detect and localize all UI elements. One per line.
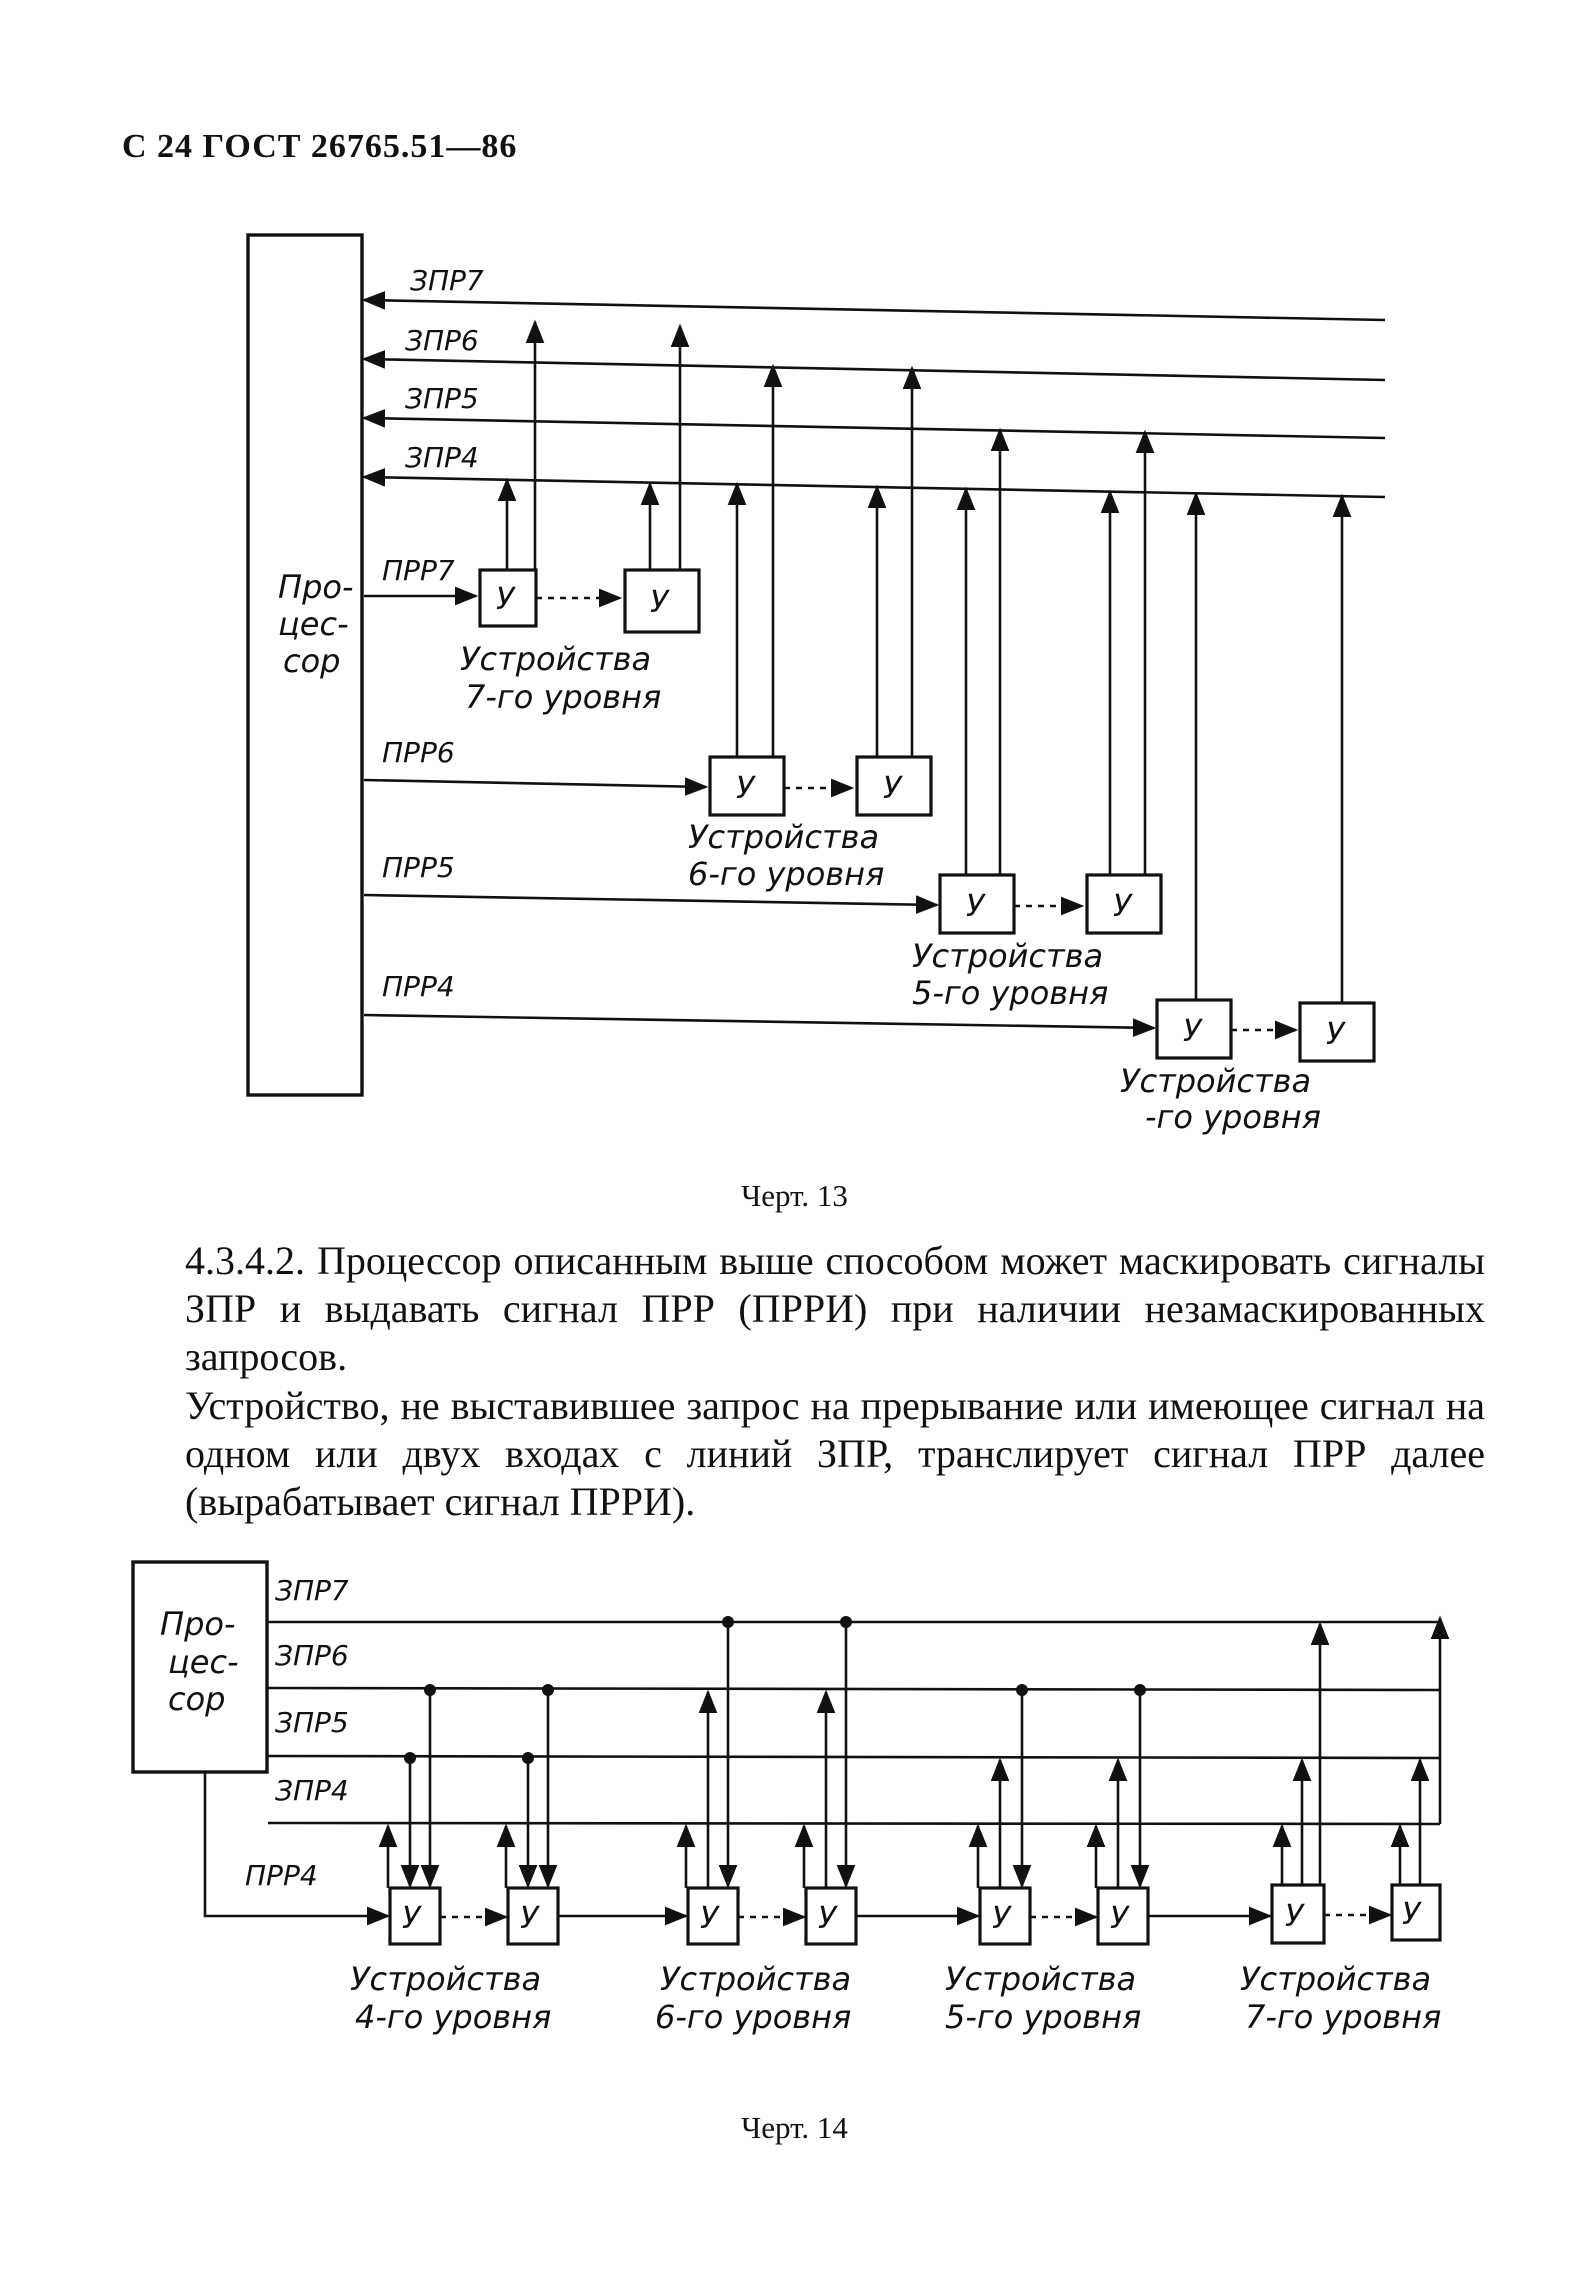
device-box <box>855 755 933 817</box>
device-label: У <box>883 771 903 806</box>
bus-zpr5 <box>267 1754 1441 1760</box>
device-label: У <box>1326 1017 1346 1052</box>
device-box <box>938 873 1016 935</box>
group-label-line1: Устройства <box>912 937 1103 975</box>
label-zpr4: ЗПР4 <box>405 441 479 474</box>
group-label-line2: 6-го уровня <box>655 1998 851 2036</box>
device-box <box>623 568 701 634</box>
group-label-line1: Устройства <box>460 640 651 678</box>
label-prr4: ПРР4 <box>245 1859 318 1892</box>
label-zpr6: ЗПР6 <box>275 1639 349 1672</box>
label-zpr5: ЗПР5 <box>275 1706 349 1739</box>
junction-dot <box>722 1616 734 1628</box>
bus-zpr4 <box>361 468 1386 499</box>
device-box <box>1298 1001 1376 1063</box>
label-prr4: ПРР4 <box>382 970 455 1003</box>
bus-zpr5 <box>361 409 1386 440</box>
device-label: У <box>1110 1901 1130 1936</box>
processor-label-3: сор <box>283 642 340 680</box>
group-label-line2: 6-го уровня <box>688 855 884 893</box>
label-zpr6: ЗПР6 <box>405 324 479 357</box>
device-label: У <box>520 1901 540 1936</box>
figure-14-diagram: Про- цес- сор ЗПР7 ЗПР6 ЗПР5 ЗПР4 ПРР4 У… <box>131 1560 1450 2036</box>
junction-dot <box>404 1752 416 1764</box>
device-box <box>478 568 538 628</box>
devices-group-7: У У Устройства 7-го уровня <box>1240 1621 1442 2036</box>
device-label: У <box>402 1901 422 1936</box>
junction-dot <box>424 1684 436 1696</box>
device-label: У <box>992 1901 1012 1936</box>
label-prr5: ПРР5 <box>382 851 455 884</box>
processor-block <box>246 233 364 1097</box>
processor-label-3: сор <box>168 1680 225 1718</box>
group-label-line2: 5-го уровня <box>912 974 1108 1012</box>
bus-zpr7 <box>361 291 1386 322</box>
label-zpr7: ЗПР7 <box>410 264 484 297</box>
device-box <box>804 1886 858 1946</box>
label-zpr7: ЗПР7 <box>275 1574 349 1607</box>
devices-group-4: У У Устройства 4-го уровня <box>350 1684 689 2036</box>
processor-label-2: цес- <box>168 1643 239 1681</box>
group-label-line1: Устройства <box>660 1960 851 1998</box>
device-label: У <box>650 585 670 620</box>
processor-label-1: Про- <box>278 568 354 606</box>
device-box <box>1085 873 1163 935</box>
paragraph-1: 4.3.4.2. Процессор описанным выше способ… <box>185 1238 1485 1379</box>
device-box <box>708 755 786 817</box>
group-label-line2: 5-го уровня <box>945 1998 1141 2036</box>
group-label-line1: Устройства <box>1240 1960 1431 1998</box>
figure-13-caption: Черт. 13 <box>741 1178 848 1213</box>
junction-dot <box>542 1684 554 1696</box>
page-header: С 24 ГОСТ 26765.51—86 <box>122 128 518 165</box>
group-label-line2: 7-го уровня <box>1245 1998 1441 2036</box>
group-label-line1: Устройства <box>350 1960 541 1998</box>
grant-prr5 <box>363 893 940 914</box>
grant-prr6 <box>363 777 709 796</box>
processor-label-2: цес- <box>278 605 349 643</box>
paragraph-2: Устройство, не выставившее запрос на пре… <box>185 1383 1485 1524</box>
device-box <box>978 1886 1032 1946</box>
group-label-line2: 7-го уровня <box>465 678 661 716</box>
group-label-line1: Устройства <box>1120 1062 1311 1100</box>
label-prr7: ПРР7 <box>382 554 455 587</box>
label-zpr5: ЗПР5 <box>405 382 479 415</box>
group-label-line1: Устройства <box>945 1960 1136 1998</box>
grant-prr4 <box>363 1013 1157 1038</box>
junction-dot <box>840 1616 852 1628</box>
group-label-line2: 4-го уровня <box>355 1998 551 2036</box>
bus-zpr6 <box>267 1686 1441 1692</box>
junction-dot <box>522 1752 534 1764</box>
figure-14-caption: Черт. 14 <box>741 2110 848 2145</box>
junction-dot <box>1134 1684 1146 1696</box>
device-label: У <box>966 889 986 924</box>
figure-13-diagram: Про- цес- сор ЗПР7 ЗПР6 ЗПР5 ЗПР4 ПРР7 П… <box>246 233 1386 1136</box>
device-box <box>506 1886 560 1946</box>
devices-group-5: У У Устройства 5-го уровня <box>945 1684 1273 2036</box>
device-label: У <box>496 582 516 617</box>
device-label: У <box>818 1901 838 1936</box>
device-label: У <box>1113 889 1133 924</box>
bus-zpr4 <box>267 1821 1441 1826</box>
processor-label-1: Про- <box>160 1605 236 1643</box>
device-label: У <box>1183 1014 1203 1049</box>
label-zpr4: ЗПР4 <box>275 1774 349 1807</box>
junction-dot <box>1016 1684 1028 1696</box>
device-label: У <box>736 771 756 806</box>
label-prr6: ПРР6 <box>382 736 455 769</box>
device-box <box>1390 1883 1442 1942</box>
devices-group-6: У У Устройства 6-го уровня <box>655 1616 981 2036</box>
device-box <box>1270 1883 1326 1945</box>
grant-prr4 <box>203 1772 391 1926</box>
group-label-line1: Устройства <box>688 818 879 856</box>
processor-block <box>131 1560 269 1774</box>
device-label: У <box>700 1901 720 1936</box>
device-label: У <box>1285 1899 1305 1934</box>
device-label: У <box>1402 1897 1422 1932</box>
bus-zpr6 <box>361 350 1386 382</box>
group-label-line2: -го уровня <box>1145 1098 1321 1136</box>
